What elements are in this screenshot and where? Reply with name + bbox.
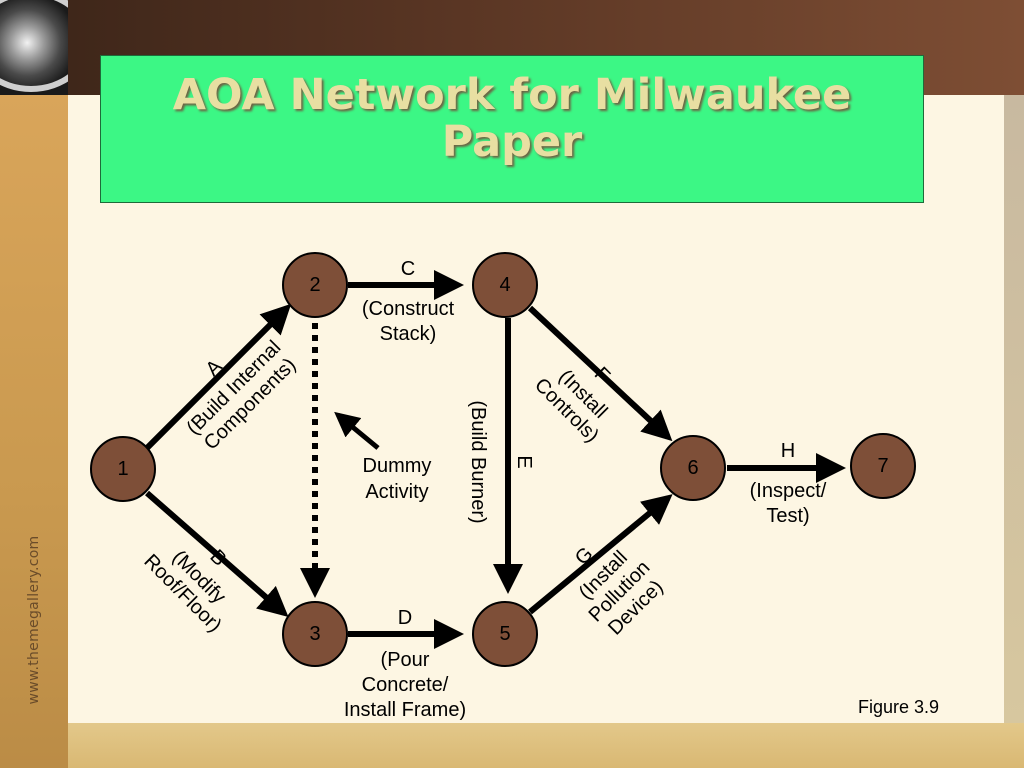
dummy-label-line1: Dummy [363, 455, 432, 477]
activity-d-line1: (Pour [381, 649, 430, 671]
node-2-label: 2 [309, 274, 320, 296]
left-sidebar-background [0, 95, 68, 768]
dummy-activity-label: Dummy Activity [363, 455, 432, 503]
figure-caption: Figure 3.9 [858, 697, 940, 717]
slide-title: AOA Network for Milwaukee Paper [172, 70, 852, 167]
activity-a-label: A (Build Internal Components) [182, 336, 300, 454]
activity-d-line2: Concrete/ [362, 674, 449, 696]
title-box: AOA Network for Milwaukee Paper [100, 55, 924, 203]
activity-h-line1: (Inspect/ [750, 480, 827, 502]
right-edge [1004, 95, 1024, 723]
node-1-label: 1 [117, 458, 128, 480]
arrow-b [145, 490, 289, 617]
node-6: 6 [660, 435, 726, 501]
arrow-a [144, 303, 292, 451]
node-4-label: 4 [499, 274, 510, 296]
node-4: 4 [472, 252, 538, 318]
activity-c-label: C (Construct Stack) [362, 258, 455, 345]
node-1: 1 [90, 436, 156, 502]
corner-photo [0, 0, 68, 95]
activity-h-label: H (Inspect/ Test) [750, 440, 827, 527]
node-3: 3 [282, 601, 348, 667]
activity-d-id: D [398, 607, 412, 629]
activity-e-id: E [513, 455, 535, 468]
node-3-label: 3 [309, 623, 320, 645]
activity-g-id: G [571, 543, 598, 570]
dummy-label-line2: Activity [365, 481, 428, 503]
node-6-label: 6 [687, 457, 698, 479]
node-5: 5 [472, 601, 538, 667]
activity-c-line1: (Construct [362, 298, 455, 320]
activity-c-line2: Stack) [380, 323, 437, 345]
node-2: 2 [282, 252, 348, 318]
dummy-pointer-arrow [334, 411, 380, 450]
activity-e-label: E (Build Burner) [467, 400, 535, 523]
arrow-g [528, 494, 673, 615]
node-7: 7 [850, 433, 916, 499]
node-5-label: 5 [499, 623, 510, 645]
activity-d-label: D (Pour Concrete/ Install Frame) [344, 607, 466, 721]
activity-e-line1: (Build Burner) [467, 400, 489, 523]
node-7-label: 7 [877, 455, 888, 477]
activity-h-id: H [781, 440, 795, 462]
footer-background [68, 723, 1024, 768]
activity-c-id: C [401, 258, 415, 280]
arrow-f [527, 305, 673, 442]
activity-d-line3: Install Frame) [344, 699, 466, 721]
activity-h-line2: Test) [766, 505, 809, 527]
activity-a-id: A [202, 355, 227, 380]
